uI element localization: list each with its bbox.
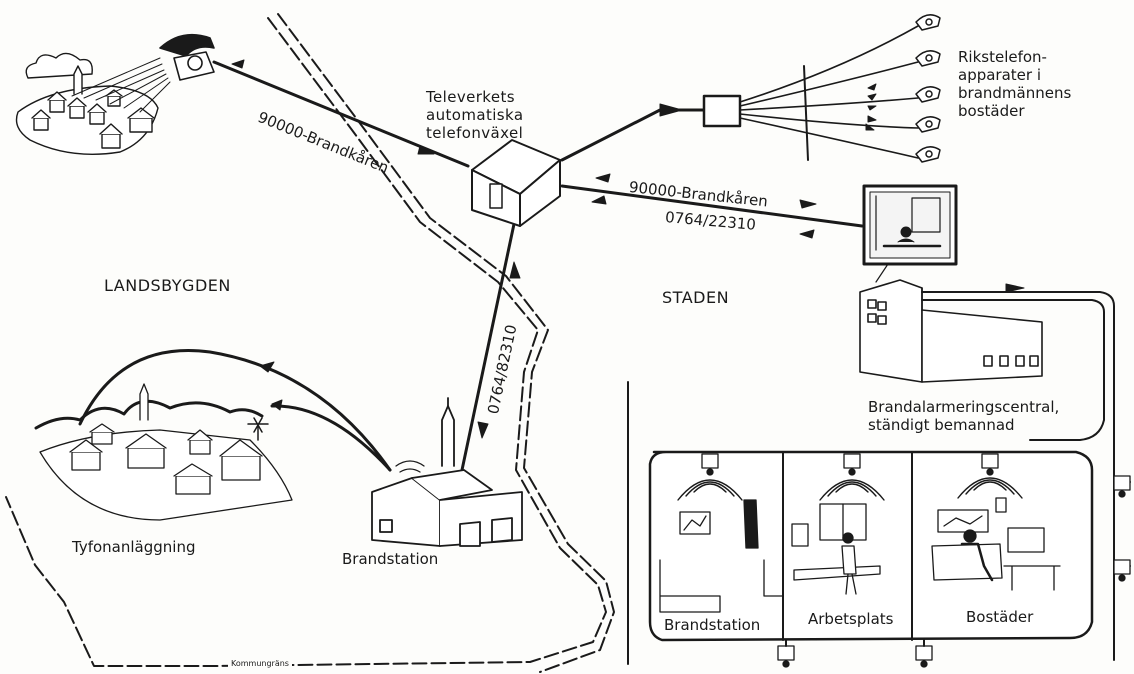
fan-out-lines <box>740 26 918 160</box>
distribution-box-icon <box>704 96 740 126</box>
rural-fire-station <box>372 398 522 546</box>
receiver-icon <box>916 147 940 162</box>
alarm-center-window <box>864 186 956 264</box>
receiver-icon <box>916 87 940 102</box>
siren-icon <box>1114 560 1130 581</box>
window-connector <box>876 264 888 282</box>
siren-icon <box>1114 476 1130 497</box>
boundary-label: Kommungräns <box>228 659 292 669</box>
staden-heading: STADEN <box>662 288 729 307</box>
room-bostader-label: Bostäder <box>966 608 1033 626</box>
exchange-building-icon <box>472 140 560 226</box>
rural-village-top <box>17 53 171 154</box>
alarm-center-label: Brandalarmeringscentral, ständigt bemann… <box>868 398 1108 434</box>
siren-village <box>36 384 292 520</box>
receiver-icon <box>916 117 940 132</box>
rural-station-label: Brandstation <box>342 550 438 568</box>
receiver-icon <box>916 51 940 66</box>
siren-icon <box>778 646 794 667</box>
receiver-icon <box>916 15 940 30</box>
room-brandstation-label: Brandstation <box>664 616 760 634</box>
tyfon-label: Tyfonanläggning <box>72 538 195 556</box>
receiver-icons <box>916 15 940 162</box>
landsbygden-heading: LANDSBYGDEN <box>104 276 231 295</box>
siren-icon <box>916 646 932 667</box>
telephone-icon <box>160 35 214 80</box>
rikstelefon-label: Rikstelefon-apparater i brandmännens bos… <box>958 48 1088 120</box>
exchange-label: Televerkets automatiska telefonväxel <box>426 88 598 142</box>
alarm-center-building <box>860 280 1042 382</box>
room-arbetsplats-label: Arbetsplats <box>808 610 893 628</box>
